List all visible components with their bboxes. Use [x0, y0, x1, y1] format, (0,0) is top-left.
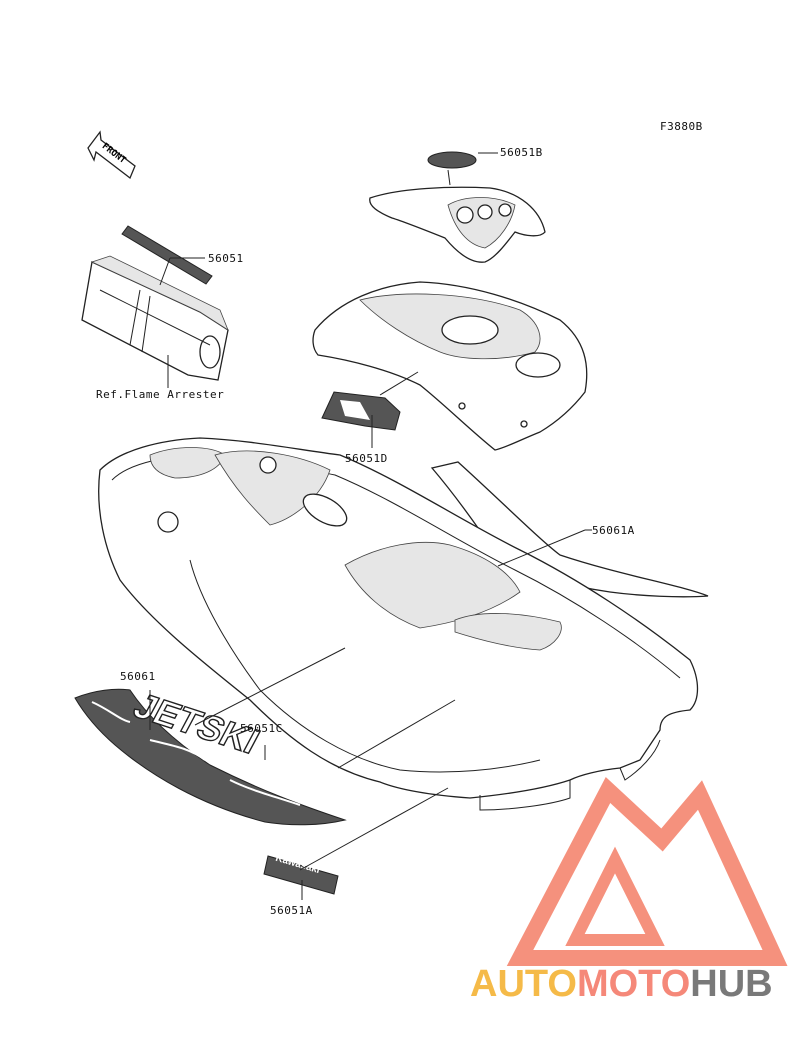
callout-flame-arrester: Ref.Flame Arrester [96, 388, 224, 401]
figure-code: F3880B [660, 120, 703, 133]
callout-56051c: 56051C [240, 722, 283, 735]
dash-cowl-part [369, 151, 546, 263]
callout-56051: 56051 [208, 252, 244, 265]
triangle-logo-icon [506, 777, 788, 966]
stripe-56061-part [74, 688, 347, 826]
hood-part [312, 281, 588, 451]
watermark-hub: HUB [690, 963, 772, 1005]
watermark-moto: MOTO [577, 963, 690, 1005]
watermark-auto: AUTO [470, 963, 577, 1005]
kawasaki-decal-part: Kawasaki [263, 853, 339, 895]
front-arrow-icon: FRONT [87, 130, 136, 180]
callout-56051d: 56051D [345, 452, 388, 465]
callout-56061: 56061 [120, 670, 156, 683]
hull-deck-part [98, 437, 699, 811]
watermark-text: AUTOMOTOHUB [470, 963, 773, 1005]
callout-56051a: 56051A [270, 904, 313, 917]
decal-56051d-part [321, 391, 401, 431]
callout-56061a: 56061A [592, 524, 635, 537]
flame-arrester-part [81, 225, 229, 381]
callout-56051b: 56051B [500, 146, 543, 159]
watermark-logo: AUTOMOTOHUB [470, 777, 788, 1005]
leader-lines [149, 152, 592, 900]
